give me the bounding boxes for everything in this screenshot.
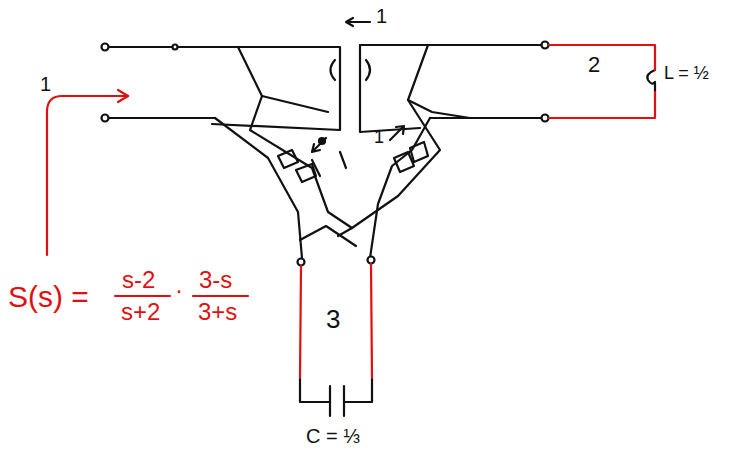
port-number: 1 <box>376 6 387 26</box>
component-value: C = ⅓ <box>306 426 360 446</box>
port-number: 1 <box>374 128 384 146</box>
wire <box>430 117 545 119</box>
pad <box>296 164 316 182</box>
flow-arrow <box>390 126 404 140</box>
red-lines <box>47 45 655 378</box>
flow-arrow <box>312 138 326 152</box>
wire <box>312 152 346 176</box>
port-number: 2 <box>588 54 600 76</box>
line-to-load <box>549 92 655 118</box>
fraction-bar <box>193 295 248 297</box>
terminal <box>298 259 305 266</box>
wire <box>331 60 336 80</box>
port-number: 3 <box>326 306 340 332</box>
formula-text: · <box>175 278 183 302</box>
wire <box>408 45 470 118</box>
fraction-bar <box>115 295 170 297</box>
wire <box>338 100 440 236</box>
terminal <box>542 42 549 49</box>
line-to-load <box>549 45 655 70</box>
wire <box>238 47 328 112</box>
input-arrow <box>47 96 128 255</box>
wire <box>107 117 215 119</box>
wire <box>370 118 430 258</box>
pad <box>410 142 428 162</box>
dot <box>319 138 325 144</box>
terminal <box>173 45 178 50</box>
pad <box>278 150 298 168</box>
wires <box>102 18 656 416</box>
wire <box>300 226 356 246</box>
wire <box>215 118 302 258</box>
wire <box>360 44 545 46</box>
formula-text: S(s) = <box>8 282 89 312</box>
formula-text: 3-s <box>199 268 232 292</box>
formula-text: s-2 <box>122 268 155 292</box>
formula-text: 3+s <box>198 300 237 324</box>
flow-arrow <box>346 18 370 26</box>
capacitor-symbol <box>300 378 372 416</box>
wire <box>250 96 352 228</box>
component-value: L = ½ <box>664 64 709 82</box>
wire <box>366 60 370 80</box>
inductor-symbol <box>647 70 655 92</box>
terminal <box>542 115 549 122</box>
line-to-load <box>371 264 372 378</box>
terminal <box>368 257 375 264</box>
port-number: 1 <box>40 74 51 94</box>
line-to-load <box>300 266 301 378</box>
terminal <box>102 44 109 51</box>
wire <box>107 47 340 130</box>
wire <box>360 45 420 132</box>
formula-text: s+2 <box>121 300 160 324</box>
arrowhead <box>118 90 128 102</box>
terminal <box>102 115 109 122</box>
